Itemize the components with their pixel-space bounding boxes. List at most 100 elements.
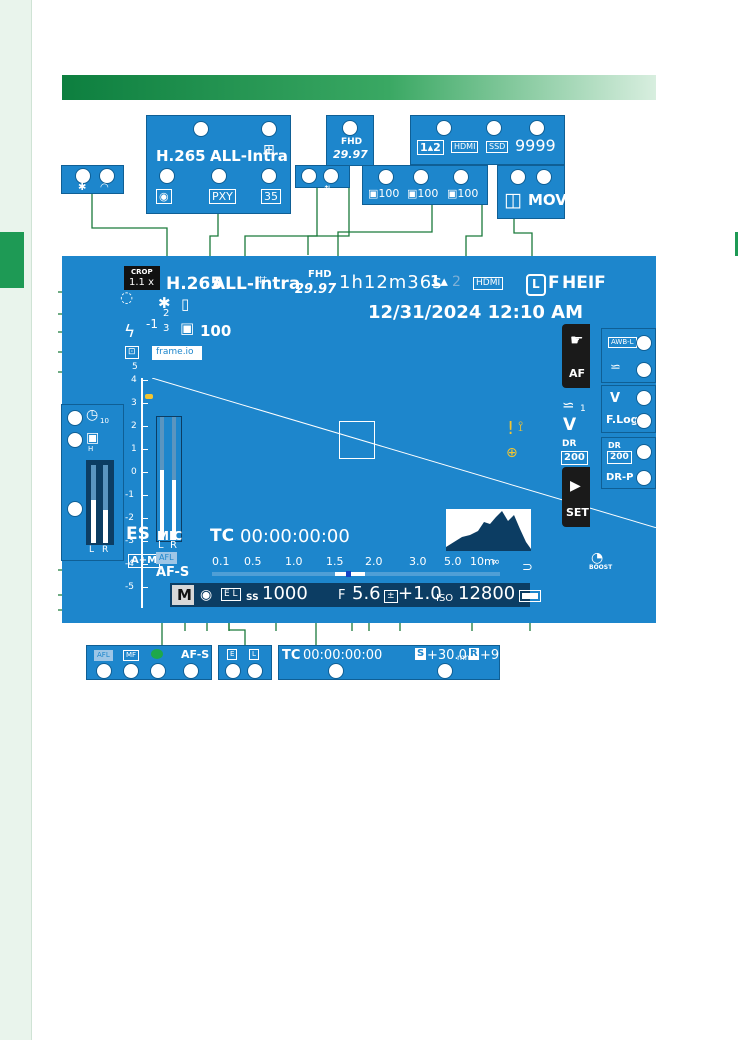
wireless-callout-box: ✱ ◠ bbox=[61, 165, 124, 194]
wb-index: 1 bbox=[580, 404, 586, 414]
wifi-icon: ◠ bbox=[100, 182, 109, 193]
focus-distance-marker bbox=[346, 571, 351, 577]
callout-dot bbox=[323, 168, 339, 184]
exposure-marker bbox=[145, 394, 153, 399]
white-balance-icon: ⋍ bbox=[610, 360, 621, 375]
smartphone-icon: ▯ bbox=[181, 295, 190, 313]
callout-dot bbox=[123, 663, 139, 679]
rotate-value: +90° bbox=[480, 648, 514, 663]
iso-label: ISO bbox=[436, 593, 454, 604]
ev-icon: ± bbox=[384, 590, 398, 603]
card-slot-icon: 1▴2 bbox=[417, 140, 444, 155]
shift-value: +30.0 bbox=[427, 648, 467, 663]
scale-label: -2 bbox=[125, 513, 134, 523]
exposure-comp-num: 2 bbox=[163, 308, 170, 319]
scale-label: -4 bbox=[125, 559, 134, 569]
mode-label: M bbox=[177, 586, 192, 604]
lock-callout-box: E L bbox=[218, 645, 272, 680]
dr-callout-box: DR 200 DR-P bbox=[601, 437, 656, 489]
self-timer-value: 10 bbox=[100, 417, 109, 425]
mode-badge: M bbox=[172, 585, 194, 605]
scale-label: -1 bbox=[125, 490, 134, 500]
ae-lock-e: E bbox=[227, 649, 238, 660]
rotate-badge: R bbox=[469, 648, 479, 660]
scale-label: -5 bbox=[125, 582, 134, 592]
ssd-label: SSD bbox=[486, 141, 509, 153]
callout-dot bbox=[636, 444, 652, 460]
drp-label: DR-P bbox=[606, 472, 634, 483]
continuous-h: H bbox=[88, 445, 94, 453]
file-quality: F bbox=[548, 273, 560, 293]
film-sim-icon: V bbox=[563, 415, 577, 435]
callout-dot bbox=[247, 663, 263, 679]
card-slot-2-icon: 2 bbox=[452, 274, 461, 290]
focus-frame bbox=[339, 421, 375, 459]
touch-icon: ☛ bbox=[570, 331, 584, 349]
dr-label: DR bbox=[562, 439, 577, 449]
page-edge-marker bbox=[735, 232, 738, 256]
shift-label: S bbox=[417, 648, 425, 659]
bluetooth-icon: ✱ bbox=[78, 182, 87, 193]
shutter-speed: 1000 bbox=[262, 583, 308, 604]
mf-label: MF bbox=[123, 650, 140, 661]
callout-dot bbox=[328, 663, 344, 679]
af-label: AF bbox=[569, 367, 586, 380]
callout-dot bbox=[636, 362, 652, 378]
battery-icon bbox=[519, 590, 541, 602]
image-size-label: L bbox=[532, 277, 540, 291]
scale-tick bbox=[143, 495, 148, 496]
mic-label: MIC bbox=[157, 529, 183, 543]
stabilizer-icon: ◉ bbox=[156, 189, 172, 204]
frames-remaining: 9999 bbox=[515, 136, 556, 155]
crop-value: 1.1 x bbox=[129, 277, 154, 288]
section-header-band bbox=[62, 75, 656, 100]
distance-label: 1.0 bbox=[285, 555, 303, 568]
callout-dot bbox=[636, 390, 652, 406]
fhd-fps: 29.97 bbox=[333, 148, 368, 161]
tc-label: TC bbox=[282, 648, 301, 663]
callout-dot bbox=[636, 413, 652, 429]
grid-icon: ⌗ bbox=[258, 270, 268, 289]
distance-label: ∞ bbox=[491, 555, 501, 568]
scale-tick bbox=[143, 449, 148, 450]
callout-dot bbox=[225, 663, 241, 679]
distance-label: 3.0 bbox=[409, 555, 427, 568]
media-callout-box: 1▴2 HDMI SSD 9999 bbox=[410, 115, 565, 165]
callout-dot bbox=[301, 168, 317, 184]
shutter-type: ES bbox=[126, 524, 150, 544]
callout-dot bbox=[437, 663, 453, 679]
audio-right-label: R bbox=[102, 545, 109, 555]
scale-label: 1 bbox=[131, 444, 137, 454]
crop-label: CROP bbox=[131, 268, 153, 276]
large-size-icon: ◫ bbox=[504, 189, 522, 211]
side-margin bbox=[0, 0, 32, 1040]
frame-count-icon: ▣ bbox=[180, 319, 195, 337]
callout-dot bbox=[99, 168, 115, 184]
screen-compression: ALL-Intra bbox=[212, 274, 301, 294]
callout-dot bbox=[159, 168, 175, 184]
audio-meter-panel bbox=[86, 460, 114, 545]
fhd-callout-box: FHD 29.97 bbox=[326, 115, 374, 166]
aperture-icon: F bbox=[338, 588, 346, 603]
auto-transfer-icon: ⇅ bbox=[324, 185, 332, 195]
callout-dot bbox=[342, 120, 358, 136]
frameio-label: frame.io bbox=[156, 347, 194, 357]
flog-label: F.Log bbox=[606, 413, 639, 426]
timecode: 00:00:00:00 bbox=[303, 648, 383, 663]
scale-top: 5 bbox=[132, 362, 138, 372]
codec-callout-box: H.265 ALL-Intra ⊞ ◉ PXY 35 bbox=[146, 115, 291, 214]
callout-dot bbox=[453, 169, 469, 185]
time-remaining: 1h12m36s bbox=[339, 272, 443, 293]
compression-label: ALL-Intra bbox=[210, 147, 288, 165]
callout-dot bbox=[436, 120, 452, 136]
date-time: 12/31/2024 12:10 AM bbox=[368, 302, 584, 323]
scale-label: 0 bbox=[131, 467, 137, 477]
ev-value: +1.0 bbox=[398, 583, 442, 604]
distance-label: 2.0 bbox=[365, 555, 383, 568]
self-timer-icon: ◷ bbox=[86, 407, 99, 423]
scale-tick bbox=[143, 518, 148, 519]
focus-indicator-icon bbox=[151, 649, 163, 659]
scale-tick bbox=[143, 380, 148, 381]
scale-tick bbox=[143, 426, 148, 427]
image-size-icon: L bbox=[526, 274, 546, 296]
